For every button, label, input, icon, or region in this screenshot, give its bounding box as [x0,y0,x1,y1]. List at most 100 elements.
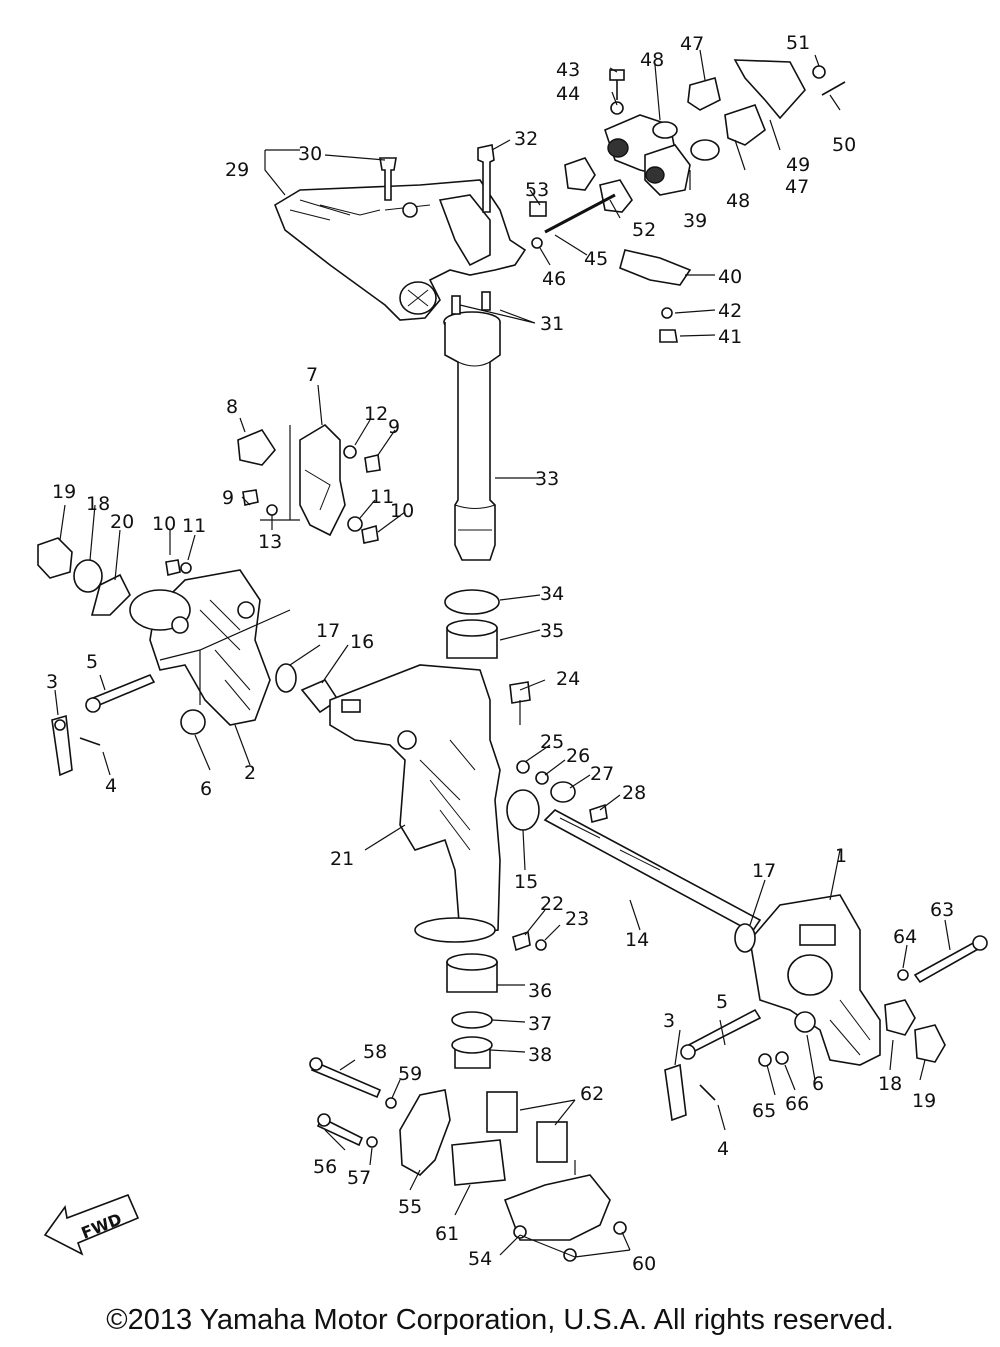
callout-10-right: 10 [390,500,414,522]
link-arm-assembly [529,59,846,343]
nut-19-right [914,1024,946,1063]
callout-56: 56 [313,1156,337,1178]
callout-39: 39 [683,210,707,232]
washer-18 [73,559,103,593]
lever-3-right [664,1063,687,1122]
callout-40: 40 [718,266,742,288]
nut-18-right [884,999,916,1036]
washer-34 [444,589,500,615]
cap-8 [237,429,276,466]
callout-labels: 1 2 3 4 5 6 7 8 9 10 11 12 13 14 15 16 1… [46,32,954,1275]
callout-9-lower: 9 [222,487,234,509]
callout-5-right: 5 [716,991,728,1013]
callout-38: 38 [528,1044,552,1066]
callout-6-left: 6 [200,778,212,800]
nut-19 [37,537,73,579]
clamp-bracket-left [129,569,271,726]
callout-22: 22 [540,893,564,915]
callout-16: 16 [350,631,374,653]
pad-6-right [794,1011,816,1033]
callout-18-left: 18 [86,493,110,515]
callout-35: 35 [540,620,564,642]
callout-66: 66 [785,1093,809,1115]
callout-10-left: 10 [152,513,176,535]
bracket-55 [399,1089,451,1176]
callout-18-right: 18 [878,1073,902,1095]
callout-21: 21 [330,848,354,870]
block-62b [536,1121,568,1163]
callout-17-right: 17 [752,860,776,882]
callout-45: 45 [584,248,608,270]
callout-51: 51 [786,32,810,54]
callout-47-mid: 47 [785,176,809,198]
callout-44: 44 [556,83,580,105]
callout-57: 57 [347,1167,371,1189]
parts-diagram: FWD 1 [37,32,988,1275]
callout-34: 34 [540,583,564,605]
callout-61: 61 [435,1223,459,1245]
callout-12: 12 [364,403,388,425]
callout-29: 29 [225,159,249,181]
callout-31: 31 [540,313,564,335]
callout-14: 14 [625,929,649,951]
block-61 [451,1139,506,1186]
callout-24: 24 [556,668,580,690]
callout-46: 46 [542,268,566,290]
callout-5-left: 5 [86,651,98,673]
callout-8: 8 [226,396,238,418]
callout-3-left: 3 [46,671,58,693]
callout-2: 2 [244,762,256,784]
callout-27: 27 [590,763,614,785]
tilt-pin-14 [543,809,762,934]
copyright-notice: ©2013 Yamaha Motor Corporation, U.S.A. A… [106,1304,894,1336]
callout-7: 7 [306,364,318,386]
callout-49: 49 [786,154,810,176]
callout-59: 59 [398,1063,422,1085]
fwd-arrow: FWD [43,1193,140,1256]
callout-48-mid: 48 [726,190,750,212]
callout-58: 58 [363,1041,387,1063]
bushing-15 [506,789,540,831]
callout-3-right: 3 [663,1010,675,1032]
clamp-bracket-right [749,894,881,1066]
callout-6-right: 6 [812,1073,824,1095]
callout-42: 42 [718,300,742,322]
bushing-17-left [275,663,297,693]
callout-65: 65 [752,1100,776,1122]
grease-nipple-30 [379,157,397,201]
callout-19-right: 19 [912,1090,936,1112]
callout-23: 23 [565,908,589,930]
callout-53: 53 [525,179,549,201]
callout-17-left: 17 [316,620,340,642]
swivel-bracket [329,664,501,943]
callout-37: 37 [528,1013,552,1035]
cover-54 [503,1174,611,1241]
bushing-17-right [734,923,756,953]
callout-4-right: 4 [717,1138,729,1160]
callout-63: 63 [930,899,954,921]
pad-6-left [180,709,206,735]
callout-25: 25 [540,731,564,753]
callout-41: 41 [718,326,742,348]
callout-52: 52 [632,219,656,241]
callout-36: 36 [528,980,552,1002]
callout-26: 26 [566,745,590,767]
bracket-20 [90,573,131,616]
callout-64: 64 [893,926,917,948]
bolt-63 [913,940,982,984]
steering-shaft [443,291,501,561]
callout-20: 20 [110,511,134,533]
callout-48-top: 48 [640,49,664,71]
callout-11-right: 11 [370,486,394,508]
callout-28: 28 [622,782,646,804]
callout-60: 60 [632,1253,656,1275]
callout-15: 15 [514,871,538,893]
callout-62: 62 [580,1083,604,1105]
callout-4-left: 4 [105,775,117,797]
callout-47-top: 47 [680,33,704,55]
callout-19-left: 19 [52,481,76,503]
block-62a [486,1091,518,1133]
callout-50: 50 [832,134,856,156]
steering-bracket [274,179,527,321]
callout-30: 30 [298,143,322,165]
